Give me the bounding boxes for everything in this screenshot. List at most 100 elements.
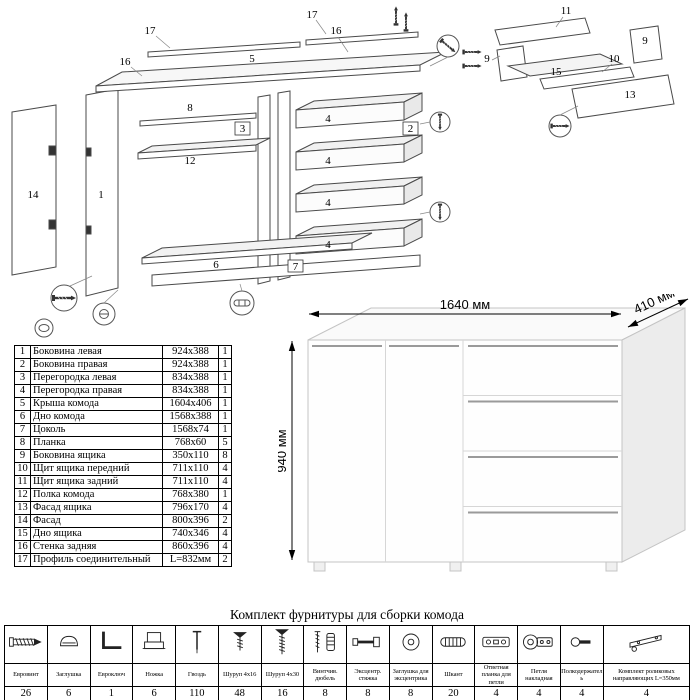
hardware-item-qty: 8 [303, 685, 347, 700]
hardware-item-qty: 6 [46, 685, 91, 700]
hardware-item-name: Комплект роликовых направляющих L=350мм [602, 663, 691, 687]
callout-15: 15 [551, 66, 563, 78]
part-size: 1568x388 [162, 410, 219, 424]
hardware-item-name: Заглушка для эксцентрика [388, 663, 433, 687]
part-qty: 1 [218, 371, 232, 385]
detail-circles [34, 34, 572, 338]
callout-12: 12 [185, 155, 196, 167]
part-number: 1 [14, 345, 31, 359]
part-number: 9 [14, 449, 31, 463]
hardware-item-qty: 4 [517, 685, 561, 700]
part-size: 711x110 [162, 462, 219, 476]
part-bottom-panel [141, 232, 373, 265]
part-qty: 1 [218, 488, 232, 502]
part-size: 860x396 [162, 540, 219, 554]
hardware-item-name: Полкодержатель [559, 663, 604, 687]
callouts: 17 16 17 16 5 8 3 12 1 14 2 4 4 4 4 6 7 … [28, 5, 649, 273]
part-number: 4 [14, 384, 31, 398]
part-size: 834x388 [162, 371, 219, 385]
hardware-item-name: Шуруп 4x16 [217, 663, 262, 687]
callout-17-right: 17 [307, 9, 319, 21]
part-shelf [137, 137, 271, 160]
part-size: 1604x406 [162, 397, 219, 411]
callout-3: 3 [240, 123, 246, 135]
dimension-arrows [288, 298, 689, 560]
hardware-item-qty: 4 [474, 685, 518, 700]
height-dimension-label: 940 мм [278, 429, 289, 472]
hardware-item-qty: 20 [431, 685, 476, 700]
part-name: Фасад ящика [30, 501, 163, 515]
part-qty: 1 [218, 410, 232, 424]
part-number: 12 [14, 488, 31, 502]
part-name: Боковина правая [30, 358, 163, 372]
part-name: Перегородка правая [30, 384, 163, 398]
part-number: 6 [14, 410, 31, 424]
hardware-item-name: Шкант [431, 663, 476, 687]
hardware-item-name: Гвоздь [175, 663, 219, 687]
part-qty: 5 [218, 436, 232, 450]
part-qty: 2 [218, 514, 232, 528]
part-qty: 2 [218, 553, 232, 567]
part-name: Щит ящика передний [30, 462, 163, 476]
part-name: Перегородка левая [30, 371, 163, 385]
part-qty: 8 [218, 449, 232, 463]
screw-long-icon [260, 625, 305, 664]
part-name: Крыша комода [30, 397, 163, 411]
part-number: 11 [14, 475, 31, 489]
hardware-item-name: Ответная планка для петли [474, 663, 518, 687]
hardware-item-qty: 1 [89, 685, 134, 700]
dowel-screw-icon [303, 625, 347, 664]
hardware-item-qty: 4 [602, 685, 691, 700]
hardware-item-qty: 48 [217, 685, 262, 700]
hex-key-icon [89, 625, 134, 664]
callout-11: 11 [561, 5, 572, 17]
dresser-render: 1640 мм 410 мм 940 мм [278, 294, 689, 572]
part-size: 768x60 [162, 436, 219, 450]
part-number: 17 [14, 553, 31, 567]
part-name: Боковина ящика [30, 449, 163, 463]
callout-4c: 4 [325, 197, 331, 209]
hardware-item-qty: 8 [346, 685, 390, 700]
cam-cap-icon [388, 625, 433, 664]
hardware-icons-row [4, 625, 691, 664]
callout-6: 6 [213, 259, 219, 271]
part-number: 8 [14, 436, 31, 450]
callout-16-left: 16 [120, 56, 132, 68]
callout-8: 8 [187, 102, 193, 114]
part-qty: 1 [218, 345, 232, 359]
part-number: 13 [14, 501, 31, 515]
hardware-item-qty: 8 [388, 685, 433, 700]
leg-icon [132, 625, 176, 664]
hardware-item-name: Винтчив. дюбель [303, 663, 347, 687]
drawer-slide-icon [602, 625, 691, 664]
part-name: Щит ящика задний [30, 475, 163, 489]
callout-1: 1 [98, 189, 104, 201]
part-number: 7 [14, 423, 31, 437]
hardware-item-name: Петля накладная [517, 663, 561, 687]
part-plinth [151, 254, 421, 287]
callout-17-left: 17 [145, 25, 157, 37]
part-name: Дно комода [30, 410, 163, 424]
part-number: 10 [14, 462, 31, 476]
part-size: 740x346 [162, 527, 219, 541]
part-name: Боковина левая [30, 345, 163, 359]
part-size: 924x388 [162, 358, 219, 372]
part-name: Фасад [30, 514, 163, 528]
screw-short-icon [217, 625, 262, 664]
confirmat-screw-icon [4, 625, 48, 664]
exploded-assembly-diagram: 17 16 17 16 5 8 3 12 1 14 2 4 4 4 4 6 7 … [11, 5, 675, 338]
part-size: L=832мм [162, 553, 219, 567]
part-name: Стенка задняя [30, 540, 163, 554]
part-qty: 4 [218, 475, 232, 489]
